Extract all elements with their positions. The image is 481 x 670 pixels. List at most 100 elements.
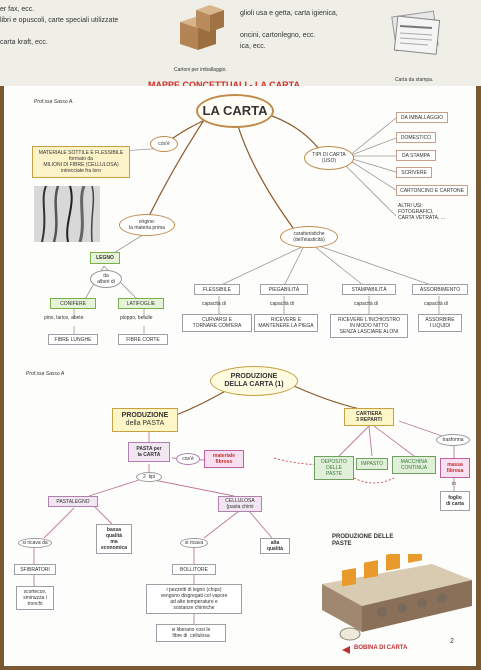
newspapers-image (390, 8, 442, 56)
prop-assorbimento-desc-text: ASSORBIRE I LIQUIDI (425, 317, 455, 329)
pastalegno-box: PASTALEGNO (48, 496, 98, 507)
caratteristiche-label: caratteristiche (dell'elasticità) (293, 231, 325, 243)
prop-assorbimento-cap: capacità di (424, 301, 448, 307)
prop-assorbimento: ASSORBIMENTO (412, 284, 468, 295)
origine-label: origine: la materia prima (129, 219, 165, 231)
conifere-label: CONIFERE (60, 300, 86, 307)
prop-piegabilita-desc-text: RICEVERE E MANTENERE LA PIEGA (258, 317, 314, 329)
latifoglie-examples: pioppo, betulle (120, 315, 153, 321)
pastalegno-label: PASTALEGNO (56, 498, 90, 505)
definition-text: MATERIALE SOTTILE E FLESSIBILE formato d… (38, 150, 124, 174)
use-da-stampa-label: DA STAMPA (402, 152, 430, 159)
prop-flessibile-cap: capacità di (202, 301, 226, 307)
due-tipi-node: 2 tipi (136, 472, 162, 482)
latifoglie-label: LATIFOGLIE (126, 300, 156, 307)
reparto-macchina: MACCHINA CONTINUA (392, 456, 436, 474)
cose-node: cos'è (150, 136, 178, 152)
fibre-lunghe-label: FIBRE LUNGHE (54, 336, 92, 343)
pasta-per-carta-label: PASTA per la CARTA (136, 446, 162, 458)
use-da-imballaggio-label: DA IMBALLAGGIO (400, 114, 444, 121)
la-carta-node: LA CARTA (196, 94, 274, 128)
massa-fibrosa-label: massa fibrosa (446, 462, 464, 474)
image-caption-carta-stampa: Carta da stampa. (395, 77, 434, 83)
trasforma-label: trasforma (442, 437, 464, 443)
produzione-pasta-line2: della PASTA (125, 420, 165, 427)
definition-box: MATERIALE SOTTILE E FLESSIBILE formato d… (32, 146, 130, 178)
bollitore-desc-box: i pezzetti di legno (chips) vengono disg… (146, 584, 242, 614)
cose-label: cos'è (158, 141, 170, 147)
top-page-fragment: er fax, ecc. libri e opuscoli, carte spe… (0, 0, 481, 86)
reparto-impasto: IMPASTO (356, 458, 388, 470)
trasforma-node: trasforma (436, 434, 470, 446)
top-mid-line-1: glioli usa e getta, carta igienica, (240, 10, 338, 17)
bollitore-label: BOLLITORE (180, 566, 208, 573)
map2-author: Prof.ssa Sasso A (26, 371, 65, 377)
use-da-imballaggio: DA IMBALLAGGIO (396, 112, 448, 123)
prop-piegabilita: PIEGABILITÀ (260, 284, 308, 295)
reparto-impasto-label: IMPASTO (360, 461, 384, 467)
cartiera-box: CARTIERA 3 REPARTI (344, 408, 394, 426)
use-scrivere-label: SCRIVERE (401, 169, 427, 176)
in-label: in (452, 481, 456, 487)
foglio-carta-label: foglio di carta (446, 495, 464, 507)
sfibratori-box: SFIBRATORI (14, 564, 56, 575)
prop-flessibile-label: FLESSIBILE (202, 286, 232, 293)
fibre-lunghe-box: FIBRE LUNGHE (48, 334, 98, 345)
top-text-line-1: er fax, ecc. (0, 6, 35, 13)
produzione-pasta-line1: PRODUZIONE (121, 411, 169, 419)
materiale-fibroso-label: materiale fibroso (213, 453, 235, 465)
prop-flessibile: FLESSIBILE (194, 284, 240, 295)
produzione-carta-node: PRODUZIONE DELLA CARTA (1) (210, 366, 298, 396)
liberano-text: si liberano così le fibre di cellulosa (171, 627, 211, 639)
foglio-carta-box: foglio di carta (440, 491, 470, 511)
wood-fibres-photo (34, 185, 100, 243)
prop-piegabilita-desc: RICEVERE E MANTENERE LA PIEGA (254, 314, 318, 332)
use-domestico: DOMESTICO (396, 132, 436, 143)
use-cartoncino-label: CARTONCINO E CARTONE (400, 187, 464, 194)
fibre-corte-box: FIBRE CORTE (118, 334, 168, 345)
due-tipi-label: 2 tipi (143, 474, 155, 480)
page-number: 2 (450, 638, 454, 645)
image-caption-cartoni: Cartoni per imballaggio. (174, 67, 227, 73)
sfibratori-label: SFIBRATORI (20, 566, 50, 573)
produzione-pasta-box: PRODUZIONE della PASTA (112, 408, 178, 432)
prop-piegabilita-label: PIEGABILITÀ (268, 286, 300, 293)
latifoglie-box: LATIFOGLIE (118, 298, 164, 309)
si-ricava-label: si ricava (184, 540, 204, 546)
prop-stampabilita-desc: RICEVERE L'INCHIOSTRO IN MODO NITTO SENZ… (330, 314, 408, 338)
legno-box: LEGNO (90, 252, 120, 264)
use-domestico-label: DOMESTICO (400, 134, 432, 141)
tipi-label: TIPI DI CARTA (USO) (312, 152, 346, 164)
use-da-stampa: DA STAMPA (396, 150, 436, 161)
paper-machine-illustration (322, 544, 472, 646)
caratteristiche-node: caratteristiche (dell'elasticità) (280, 226, 338, 248)
si-ricava-da-node: si ricava da (18, 538, 52, 548)
alta-qualita-box: alta qualità (260, 538, 290, 554)
cellulosa-box: CELLULOSA (pasta chimi (218, 496, 262, 512)
top-text-line-3: carta kraft, ecc. (0, 39, 48, 46)
top-text-line-2: libri e opuscoli, carte speciali utilizz… (0, 17, 119, 24)
sfibratori-desc-text: scortecce, sminuzza i tronchi (23, 589, 47, 607)
map1-author: Prof.ssa Sasso A. (34, 99, 74, 105)
liberano-box: si liberano così le fibre di cellulosa (156, 624, 226, 642)
prop-assorbimento-desc: ASSORBIRE I LIQUIDI (418, 314, 462, 332)
prop-stampabilita-cap: capacità di (354, 301, 378, 307)
da-alberi-label: da alberi di (97, 273, 115, 285)
conifere-examples: pino, larice, abete (44, 315, 84, 321)
cartiera-label: CARTIERA 3 REPARTI (356, 411, 382, 423)
photo-title: PRODUZIONE DELLE PASTE (332, 534, 394, 547)
map-title: MAPPE CONCETTUALI - LA CARTA (148, 80, 300, 90)
map2-cose-node: cos'è (176, 453, 200, 465)
prop-stampabilita: STAMPABILITÀ (342, 284, 396, 295)
legno-label: LEGNO (96, 255, 114, 261)
materiale-fibroso-box: materiale fibroso (204, 450, 244, 468)
da-alberi-node: da alberi di (90, 270, 122, 288)
use-altri-usi: ALTRI USI: FOTOGRAFICI, CARTA VETRATA, .… (398, 203, 445, 221)
prop-assorbimento-label: ASSORBIMENTO (419, 286, 461, 293)
reparto-deposito-label: DEPOSITO DELLE PASTE (321, 459, 347, 477)
reparto-deposito: DEPOSITO DELLE PASTE (314, 456, 354, 480)
prop-stampabilita-label: STAMPABILITÀ (351, 286, 387, 293)
prop-flessibile-desc-text: CURVARSI E TORNARE COM'ERA (192, 317, 242, 329)
conifere-box: CONIFERE (50, 298, 96, 309)
alta-qualita-label: alta qualità (266, 540, 284, 552)
